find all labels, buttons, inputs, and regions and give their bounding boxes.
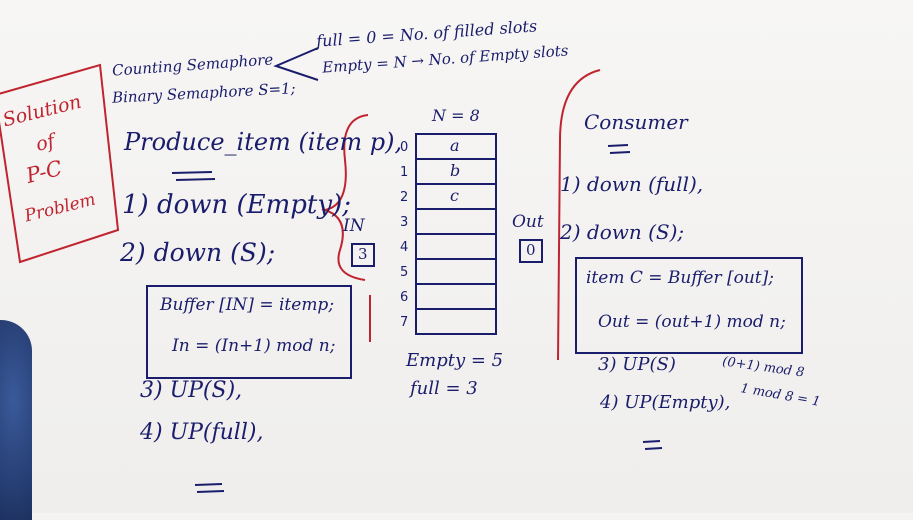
consumer-step-4: 4) UP(Empty),: [600, 392, 731, 413]
producer-step-3: 3) UP(S),: [140, 378, 243, 403]
out-label: Out: [512, 212, 544, 232]
consumer-end-mark: [642, 440, 663, 450]
producer-brace: [321, 114, 369, 281]
consumer-critical-line-1: item C = Buffer [out];: [586, 268, 774, 288]
presenter-figure: [0, 320, 32, 520]
consumer-step-3: 3) UP(S): [598, 354, 676, 375]
producer-end-mark: [194, 483, 225, 493]
out-value: 0: [526, 241, 536, 259]
consumer-underline: [607, 144, 631, 154]
producer-header: Produce_item (item p),: [124, 128, 403, 156]
semaphore-bracket: [273, 47, 319, 81]
buffer-cell: b: [450, 161, 461, 180]
consumer-step-1: 1) down (full),: [560, 172, 704, 196]
in-box: [351, 243, 375, 267]
consumer-header: Consumer: [584, 110, 688, 134]
producer-underline: [171, 171, 216, 181]
buffer-index: 0: [400, 140, 409, 155]
buffer-index: 5: [400, 265, 409, 280]
consumer-critical-box: [575, 257, 803, 354]
empty-count: Empty = 5: [406, 350, 504, 371]
buffer-cell: c: [450, 186, 459, 205]
out-box: [519, 239, 543, 263]
buffer-index: 7: [400, 315, 409, 330]
title-box-outline: [0, 63, 120, 264]
buffer-index: 3: [400, 215, 409, 230]
buffer-index: 2: [400, 190, 409, 205]
buffer-index: 1: [400, 165, 409, 180]
in-label: IN: [343, 216, 365, 236]
producer-critical-line-1: Buffer [IN] = itemp;: [160, 295, 335, 315]
buffer-table: [415, 133, 497, 335]
buffer-index: 4: [400, 240, 409, 255]
in-value: 3: [358, 245, 368, 263]
buffer-size-label: N = 8: [432, 106, 480, 125]
producer-step-2: 2) down (S);: [120, 238, 276, 267]
consumer-step-2: 2) down (S);: [560, 220, 685, 244]
producer-step-1: 1) down (Empty);: [122, 190, 351, 220]
buffer-cell: a: [450, 136, 460, 155]
producer-critical-line-2: In = (In+1) mod n;: [172, 336, 336, 356]
producer-step-4: 4) UP(full),: [140, 420, 264, 445]
consumer-brace: [557, 69, 601, 361]
full-count: full = 3: [410, 378, 478, 399]
buffer-index: 6: [400, 290, 409, 305]
consumer-critical-line-2: Out = (out+1) mod n;: [598, 312, 786, 332]
producer-critical-box: [146, 285, 352, 379]
